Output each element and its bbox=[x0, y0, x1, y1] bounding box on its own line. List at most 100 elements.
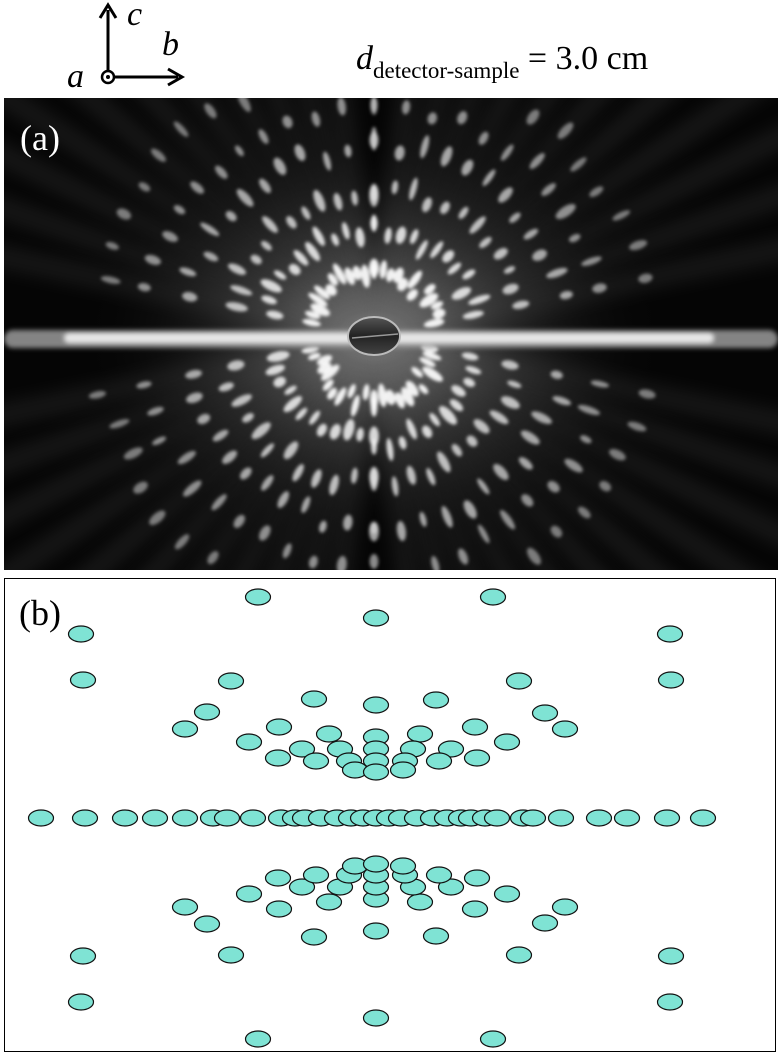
bright-spot bbox=[420, 135, 430, 159]
bright-spot bbox=[200, 222, 220, 236]
bright-spot bbox=[327, 273, 339, 286]
bright-spot bbox=[222, 450, 238, 464]
bright-spot bbox=[424, 283, 436, 295]
streak-spots bbox=[88, 98, 656, 570]
streak-ray bbox=[374, 98, 446, 315]
bright-spot bbox=[569, 233, 581, 243]
diffraction-spot bbox=[461, 900, 489, 918]
bright-spot bbox=[405, 380, 419, 397]
bright-spot bbox=[431, 555, 440, 570]
bright-spot bbox=[185, 369, 202, 379]
bright-spot bbox=[463, 500, 477, 519]
detector-distance-label: ddetector-sample = 3.0 cm bbox=[356, 42, 648, 83]
bright-spot bbox=[541, 183, 556, 196]
bright-spot bbox=[458, 548, 469, 565]
bright-spot bbox=[173, 121, 189, 137]
bright-spot bbox=[386, 268, 395, 282]
diffraction-spot bbox=[463, 869, 491, 887]
diffraction-spot bbox=[437, 878, 465, 896]
bright-spot bbox=[462, 269, 476, 280]
bright-spot bbox=[427, 112, 438, 125]
diffraction-spot bbox=[505, 946, 533, 964]
bright-spot bbox=[301, 206, 311, 220]
bright-spot bbox=[149, 510, 166, 526]
bright-spot bbox=[350, 394, 360, 417]
beam-stop-wire bbox=[351, 333, 399, 339]
bright-spot bbox=[259, 178, 271, 194]
diffraction-spot bbox=[362, 696, 390, 714]
diffraction-spot bbox=[265, 718, 293, 736]
bright-spot bbox=[529, 153, 545, 169]
diffraction-spot bbox=[302, 866, 330, 884]
bright-spot bbox=[259, 525, 271, 541]
bright-spot bbox=[344, 267, 356, 285]
bright-spot bbox=[136, 381, 152, 389]
bright-spot bbox=[273, 270, 287, 280]
streak-ray bbox=[4, 342, 355, 525]
bright-spot bbox=[215, 165, 228, 179]
streak-ray bbox=[271, 356, 370, 570]
bright-spot bbox=[277, 491, 290, 508]
bright-spot bbox=[370, 98, 378, 113]
bright-spot bbox=[173, 205, 186, 215]
bright-spot bbox=[242, 413, 254, 423]
streak-ray bbox=[142, 98, 361, 322]
diffraction-spot bbox=[67, 625, 95, 643]
bright-spot bbox=[323, 151, 332, 171]
bright-spot bbox=[207, 551, 219, 565]
diffraction-spot bbox=[69, 947, 97, 965]
bright-spot bbox=[546, 267, 568, 279]
diffraction-spot bbox=[288, 740, 316, 758]
bright-spot bbox=[218, 382, 234, 392]
bright-spot bbox=[369, 522, 379, 542]
bright-spot bbox=[627, 421, 647, 432]
simulated-spots bbox=[27, 588, 717, 1048]
streak-ray bbox=[392, 345, 748, 570]
bright-spot bbox=[396, 520, 406, 542]
diffraction-spot bbox=[425, 866, 453, 884]
bright-spot bbox=[418, 384, 429, 395]
bright-spot bbox=[162, 231, 178, 242]
bright-spot bbox=[292, 464, 304, 482]
bright-spot bbox=[430, 301, 444, 310]
bright-spot bbox=[451, 287, 472, 300]
bright-spot bbox=[394, 145, 405, 161]
bright-spot bbox=[451, 444, 463, 457]
bright-spot bbox=[564, 458, 583, 473]
streak-ray bbox=[195, 353, 364, 570]
simulated-pattern-panel: (b) bbox=[4, 578, 776, 1052]
streak-ray bbox=[384, 353, 553, 570]
bright-spot bbox=[341, 222, 350, 240]
streak-ray bbox=[378, 98, 478, 316]
diffraction-spot bbox=[422, 691, 450, 709]
bright-spot bbox=[333, 193, 343, 211]
bright-spot bbox=[227, 360, 245, 371]
bright-spot bbox=[347, 384, 356, 399]
diffraction-spot bbox=[493, 733, 521, 751]
bright-spot bbox=[501, 360, 519, 370]
bright-spot bbox=[203, 251, 219, 262]
bright-spot bbox=[321, 364, 340, 381]
bright-spot bbox=[343, 514, 353, 531]
streak-spot bbox=[141, 809, 169, 827]
bright-spot bbox=[183, 480, 202, 497]
streak-spot bbox=[239, 809, 267, 827]
bright-spot bbox=[552, 396, 572, 406]
bright-spot bbox=[391, 180, 399, 195]
bright-spot bbox=[466, 435, 478, 447]
bright-spot bbox=[430, 241, 444, 259]
bright-spot bbox=[477, 524, 490, 544]
bright-spot bbox=[100, 276, 121, 284]
diffraction-spot bbox=[551, 898, 579, 916]
streak-ray bbox=[389, 348, 664, 570]
bright-spot bbox=[406, 465, 416, 485]
bright-spot bbox=[379, 260, 387, 279]
bright-spot bbox=[402, 100, 411, 115]
bright-spot bbox=[225, 210, 237, 222]
bright-spot bbox=[369, 131, 379, 149]
bright-spot bbox=[261, 475, 274, 491]
bright-spot bbox=[308, 292, 328, 307]
streak-ray bbox=[378, 356, 477, 570]
bright-spot bbox=[437, 451, 451, 473]
bright-spot bbox=[327, 387, 338, 400]
